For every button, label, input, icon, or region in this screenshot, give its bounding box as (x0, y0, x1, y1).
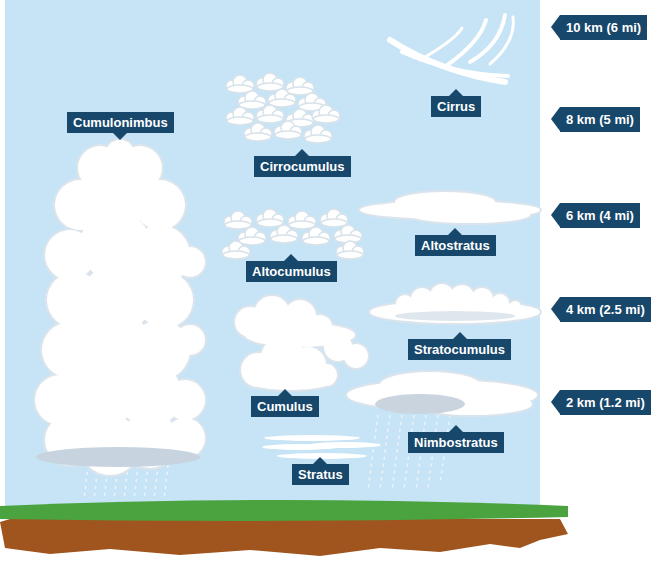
altitude-text: 2 km (1.2 mi) (566, 395, 645, 410)
tag-pointer (449, 89, 463, 96)
cloud-name: Cumulonimbus (73, 115, 168, 130)
altitude-tag: 6 km (4 mi) (560, 203, 640, 228)
altitude-tag: 2 km (1.2 mi) (560, 390, 651, 415)
cloud-label: Stratus (292, 464, 349, 485)
cloud-name: Altostratus (421, 238, 490, 253)
cloud-label: Cumulonimbus (67, 112, 174, 133)
altitude-text: 8 km (5 mi) (566, 112, 634, 127)
tag-pointer (313, 457, 327, 464)
cloud-name: Nimbostratus (414, 435, 498, 450)
altitude-text: 10 km (6 mi) (566, 20, 641, 35)
tag-pointer (113, 133, 127, 140)
cloud-label: Cirrus (431, 96, 481, 117)
cloud-name: Stratocumulus (414, 342, 505, 357)
cloud-label: Altostratus (415, 235, 496, 256)
tag-pointer (278, 389, 292, 396)
tag-pointer (284, 254, 298, 261)
cloud-name: Stratus (298, 467, 343, 482)
tag-pointer (453, 332, 467, 339)
cloud-name: Cirrus (437, 99, 475, 114)
altitude-tag: 8 km (5 mi) (560, 107, 640, 132)
cloud-label: Altocumulus (246, 261, 337, 282)
cloud-name: Cumulus (257, 399, 313, 414)
tag-pointer (551, 107, 560, 131)
tag-pointer (448, 228, 462, 235)
cloud-label: Nimbostratus (408, 432, 504, 453)
altitude-tag: 4 km (2.5 mi) (560, 297, 651, 322)
cloud-label: Stratocumulus (408, 339, 511, 360)
cloud-label: Cumulus (251, 396, 319, 417)
altitude-text: 4 km (2.5 mi) (566, 302, 645, 317)
cloud-label: Cirrocumulus (254, 156, 351, 177)
altitude-tag: 10 km (6 mi) (560, 15, 647, 40)
tag-pointer (551, 15, 560, 39)
tag-pointer (551, 390, 560, 414)
tag-pointer (551, 203, 560, 227)
cloud-name: Altocumulus (252, 264, 331, 279)
cloud-name: Cirrocumulus (260, 159, 345, 174)
tag-pointer (449, 425, 463, 432)
tag-pointer (295, 149, 309, 156)
tag-pointer (551, 297, 560, 321)
altitude-text: 6 km (4 mi) (566, 208, 634, 223)
